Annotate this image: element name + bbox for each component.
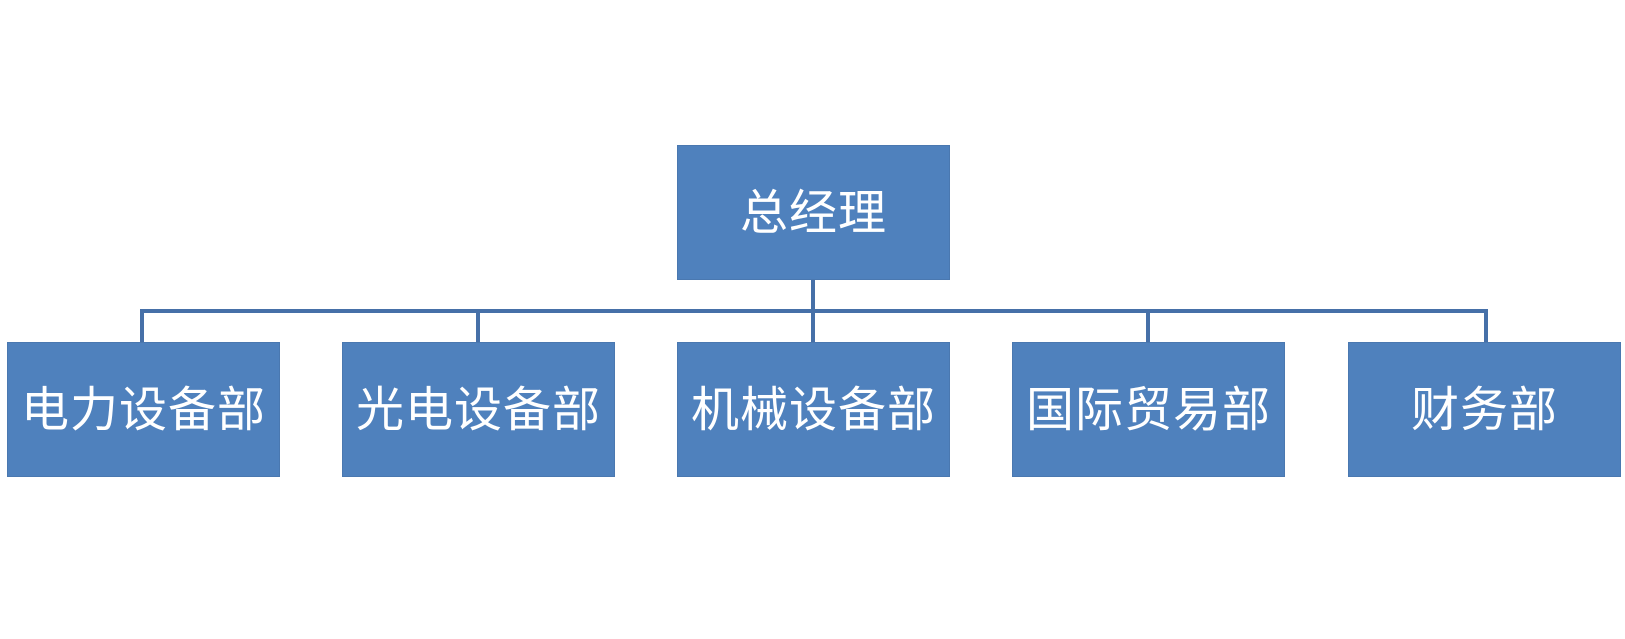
- department-node-label: 光电设备部: [355, 381, 601, 438]
- department-node-label: 电力设备部: [20, 381, 266, 438]
- dept-3-connector: [811, 309, 815, 342]
- root-node-label: 总经理: [739, 184, 887, 241]
- dept-4-connector: [1146, 309, 1150, 342]
- department-node-label: 机械设备部: [690, 381, 936, 438]
- root-node-box[interactable]: 总经理: [677, 145, 950, 280]
- department-node-label: 国际贸易部: [1025, 381, 1271, 438]
- dept-5-connector: [1484, 309, 1488, 342]
- dept-2-connector: [476, 309, 480, 342]
- department-node-box[interactable]: 机械设备部: [677, 342, 950, 477]
- root-trunk-connector: [811, 280, 815, 311]
- department-node-box[interactable]: 财务部: [1348, 342, 1621, 477]
- department-node-box[interactable]: 光电设备部: [342, 342, 615, 477]
- department-node-box[interactable]: 电力设备部: [7, 342, 280, 477]
- dept-1-connector: [140, 309, 144, 342]
- department-node-label: 财务部: [1410, 381, 1558, 438]
- department-node-box[interactable]: 国际贸易部: [1012, 342, 1285, 477]
